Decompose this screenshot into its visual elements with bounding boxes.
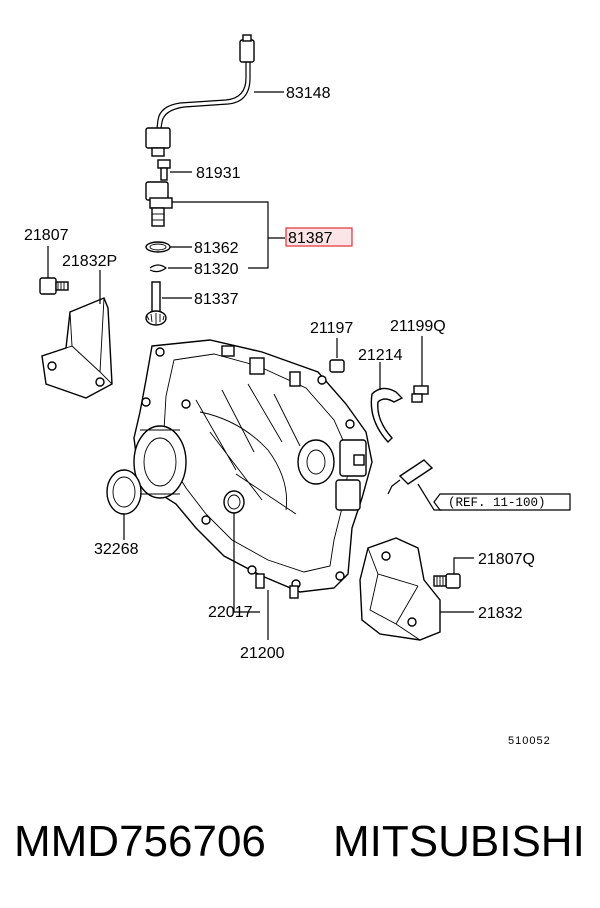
plug-21197-part — [329, 359, 345, 373]
clip-part — [149, 264, 168, 273]
highlight-box — [285, 227, 353, 247]
wiring-harness-part — [145, 34, 255, 157]
label-81362[interactable]: 81362 — [194, 240, 239, 257]
label-21807q[interactable]: 21807Q — [478, 551, 535, 568]
part-number: MMD756706 — [14, 817, 266, 866]
bolt-21199q-part — [411, 385, 429, 403]
label-21197[interactable]: 21197 — [310, 320, 353, 337]
label-21214[interactable]: 21214 — [358, 347, 403, 364]
bolt-21807-part — [39, 277, 69, 295]
label-81387[interactable]: 81387 — [288, 230, 333, 247]
diagram-code: 510052 — [508, 735, 551, 747]
ref-sensor-part — [387, 459, 434, 495]
label-ref[interactable]: (REF. 11-100) — [448, 496, 546, 510]
oil-seal-22017-part — [223, 490, 245, 514]
label-81337[interactable]: 81337 — [194, 291, 239, 308]
transmission-case-part — [133, 339, 373, 599]
bolt-81931-part — [157, 159, 171, 181]
label-21832p[interactable]: 21832P — [62, 253, 117, 270]
label-81320[interactable]: 81320 — [194, 261, 239, 278]
brand-name: MITSUBISHI — [333, 817, 585, 866]
label-21807[interactable]: 21807 — [24, 227, 69, 244]
cover-21214-part — [370, 387, 404, 444]
driven-gear-part — [145, 281, 167, 326]
label-83148[interactable]: 83148 — [286, 85, 331, 102]
speed-sensor-part — [145, 181, 173, 227]
footer: MMD756706 MITSUBISHI — [0, 808, 600, 878]
label-22017[interactable]: 22017 — [208, 604, 253, 621]
label-21832[interactable]: 21832 — [478, 605, 523, 622]
parts-diagram: 83148 81931 81362 81387 81320 81337 2180… — [24, 34, 571, 747]
label-21199q[interactable]: 21199Q — [390, 318, 446, 335]
label-32268[interactable]: 32268 — [94, 541, 139, 558]
oil-seal-32268-part — [106, 469, 142, 515]
bracket-21832p-part — [41, 297, 113, 399]
label-81931[interactable]: 81931 — [196, 165, 241, 182]
bolt-21807q-part — [433, 573, 461, 589]
label-21200[interactable]: 21200 — [240, 645, 285, 662]
bracket-21832-part — [359, 537, 441, 641]
